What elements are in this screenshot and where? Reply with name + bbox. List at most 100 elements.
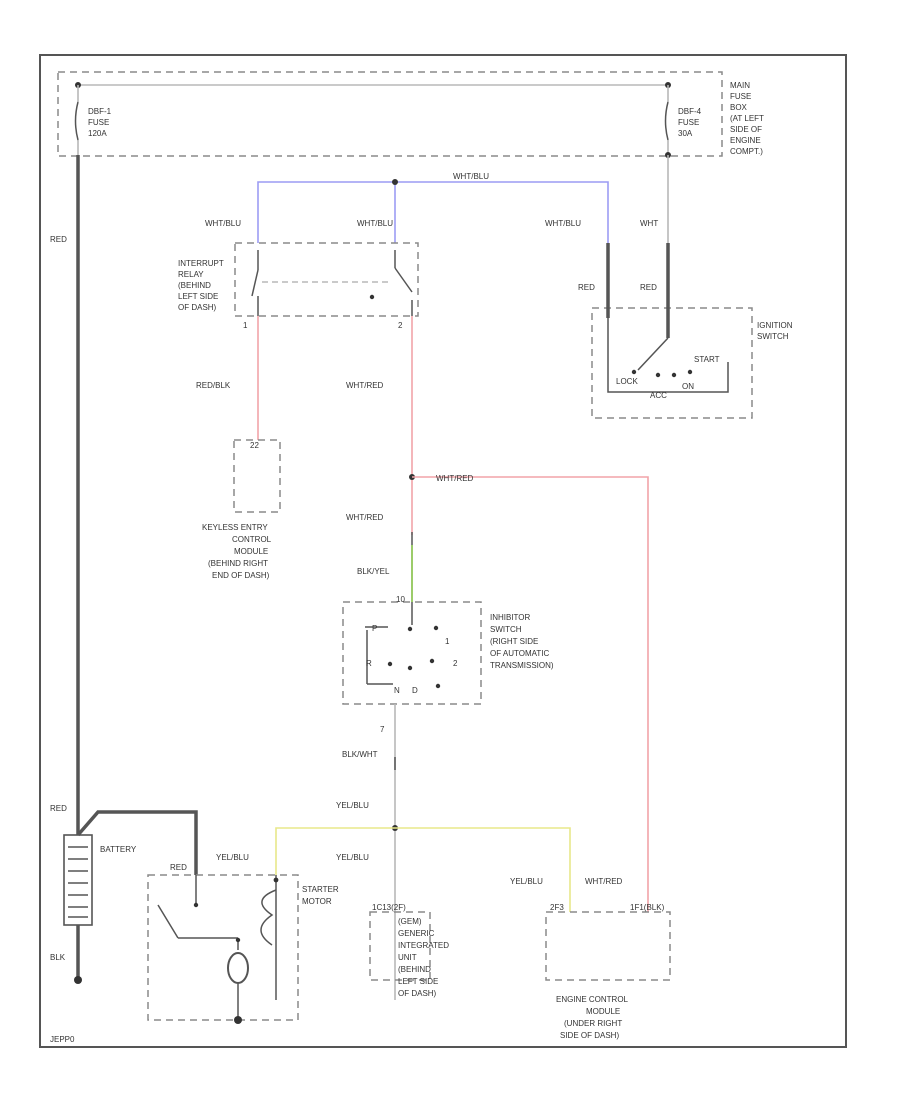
- relay-contact-1: [251, 269, 259, 297]
- svg-text:OF DASH): OF DASH): [398, 989, 437, 998]
- wire-label-left-red: RED: [50, 235, 67, 244]
- gem-pin-label: 1C13(2F): [372, 903, 406, 912]
- svg-text:MAIN: MAIN: [730, 81, 750, 90]
- svg-text:DBF-1: DBF-1: [88, 107, 112, 116]
- svg-text:INTERRUPT: INTERRUPT: [178, 259, 224, 268]
- wire-label-yelblu4: YEL/BLU: [510, 877, 543, 886]
- svg-text:MODULE: MODULE: [234, 547, 268, 556]
- starter-control-wire: [275, 827, 571, 912]
- svg-text:(AT LEFT: (AT LEFT: [730, 114, 764, 123]
- ecm-pin-right-label: 1F1(BLK): [630, 903, 665, 912]
- gem-module-label: (GEM) GENERIC INTEGRATED UNIT (BEHIND LE…: [398, 917, 449, 998]
- inhibitor-pin-label: 10: [396, 595, 405, 604]
- svg-text:INHIBITOR: INHIBITOR: [490, 613, 531, 622]
- svg-text:SIDE OF: SIDE OF: [730, 125, 762, 134]
- ecm-label: ENGINE CONTROL MODULE (UNDER RIGHT SIDE …: [556, 995, 629, 1040]
- ignition-switch-label: IGNITION SWITCH: [757, 321, 793, 341]
- relay-pin2-label: 2: [398, 321, 403, 330]
- keyless-entry-outline: [233, 439, 281, 513]
- wire-label-relay2: WHT/BLU: [357, 219, 393, 228]
- svg-text:KEYLESS ENTRY: KEYLESS ENTRY: [202, 523, 268, 532]
- fuse-left-label: DBF-1 FUSE 120A: [88, 107, 112, 138]
- svg-text:FUSE: FUSE: [678, 118, 699, 127]
- relay-contact-2: [394, 267, 413, 293]
- fuse-right-icon: [664, 101, 669, 141]
- svg-text:(BEHIND: (BEHIND: [178, 281, 211, 290]
- relay-pin1-label: 1: [243, 321, 248, 330]
- svg-text:SIDE OF DASH): SIDE OF DASH): [560, 1031, 619, 1040]
- svg-text:FUSE: FUSE: [730, 92, 751, 101]
- svg-text:SWITCH: SWITCH: [490, 625, 522, 634]
- svg-text:IGNITION: IGNITION: [757, 321, 793, 330]
- battery-label: BATTERY: [100, 845, 137, 854]
- wire-label-ign-red2: RED: [640, 283, 657, 292]
- inhibitor-pin7-label: 7: [380, 725, 385, 734]
- svg-text:DBF-4: DBF-4: [678, 107, 702, 116]
- interrupt-relay-outline: [234, 242, 419, 317]
- svg-text:N: N: [394, 686, 400, 695]
- svg-text:(BEHIND: (BEHIND: [398, 965, 431, 974]
- wire-label-whtred2: WHT/RED: [346, 513, 384, 522]
- wire-label-whtred-right: WHT/RED: [436, 474, 474, 483]
- svg-text:R: R: [366, 659, 372, 668]
- ecm-pin-left-label: 2F3: [550, 903, 564, 912]
- wire-label-whtred1: WHT/RED: [346, 381, 384, 390]
- wire-label-redblk: RED/BLK: [196, 381, 231, 390]
- ignition-start-label: START: [694, 355, 720, 364]
- wire-label-blkyel: BLK/YEL: [357, 567, 390, 576]
- interrupt-relay-label: INTERRUPT RELAY (BEHIND LEFT SIDE OF DAS…: [178, 259, 224, 312]
- svg-text:STARTER: STARTER: [302, 885, 339, 894]
- fuse-left-icon: [74, 101, 79, 141]
- inhibitor-position-labels: P R N D 2 1: [366, 624, 458, 695]
- svg-text:RELAY: RELAY: [178, 270, 204, 279]
- svg-text:GENERIC: GENERIC: [398, 929, 435, 938]
- svg-text:(UNDER RIGHT: (UNDER RIGHT: [564, 1019, 622, 1028]
- svg-text:D: D: [412, 686, 418, 695]
- wire-label-blkwht: BLK/WHT: [342, 750, 378, 759]
- ignition-acc-label: ACC: [650, 391, 667, 400]
- svg-text:MODULE: MODULE: [586, 1007, 620, 1016]
- svg-text:BOX: BOX: [730, 103, 748, 112]
- wire-label-yelblu3: YEL/BLU: [336, 853, 369, 862]
- wire-label-blk-ground: BLK: [50, 953, 66, 962]
- battery-to-starter-cable: [76, 810, 198, 875]
- svg-text:(RIGHT SIDE: (RIGHT SIDE: [490, 637, 538, 646]
- wire-label-top-blu: WHT/BLU: [453, 172, 489, 181]
- svg-text:P: P: [372, 624, 377, 633]
- main-fuse-box-label: MAIN FUSE BOX (AT LEFT SIDE OF ENGINE CO…: [730, 81, 764, 156]
- wire-label-whtred3: WHT/RED: [585, 877, 623, 886]
- wire-label-relay1: WHT/BLU: [205, 219, 241, 228]
- svg-text:END OF DASH): END OF DASH): [212, 571, 270, 580]
- svg-text:ENGINE CONTROL: ENGINE CONTROL: [556, 995, 629, 1004]
- starter-motor-outline: [147, 874, 299, 1021]
- wire-label-wht: WHT: [640, 219, 658, 228]
- svg-text:ENGINE: ENGINE: [730, 136, 761, 145]
- wire-label-yelblu1: YEL/BLU: [336, 801, 369, 810]
- svg-text:LEFT SIDE: LEFT SIDE: [178, 292, 218, 301]
- svg-text:INTEGRATED: INTEGRATED: [398, 941, 449, 950]
- ecm-feed-wire: [412, 476, 649, 912]
- svg-text:TRANSMISSION): TRANSMISSION): [490, 661, 554, 670]
- ecm-module-outline: [545, 911, 671, 981]
- junction-blue: [392, 179, 398, 185]
- svg-text:OF AUTOMATIC: OF AUTOMATIC: [490, 649, 549, 658]
- ground-point: [74, 976, 82, 984]
- svg-text:UNIT: UNIT: [398, 953, 417, 962]
- svg-text:LEFT SIDE: LEFT SIDE: [398, 977, 438, 986]
- svg-text:COMPT.): COMPT.): [730, 147, 763, 156]
- svg-text:120A: 120A: [88, 129, 107, 138]
- wire-label-red-batt: RED: [50, 804, 67, 813]
- svg-text:2: 2: [453, 659, 458, 668]
- main-fuse-box-outline: [57, 71, 723, 157]
- svg-text:OF DASH): OF DASH): [178, 303, 217, 312]
- keyless-entry-label: KEYLESS ENTRY CONTROL MODULE (BEHIND RIG…: [202, 523, 272, 580]
- starter-motor-icon: [227, 952, 249, 984]
- fuse-right-label: DBF-4 FUSE 30A: [678, 107, 702, 138]
- footer-code: JEPP0: [50, 1035, 75, 1044]
- svg-text:CONTROL: CONTROL: [232, 535, 272, 544]
- svg-text:1: 1: [445, 637, 450, 646]
- svg-text:SWITCH: SWITCH: [757, 332, 789, 341]
- wire-label-ign-red1: RED: [578, 283, 595, 292]
- svg-text:(BEHIND RIGHT: (BEHIND RIGHT: [208, 559, 268, 568]
